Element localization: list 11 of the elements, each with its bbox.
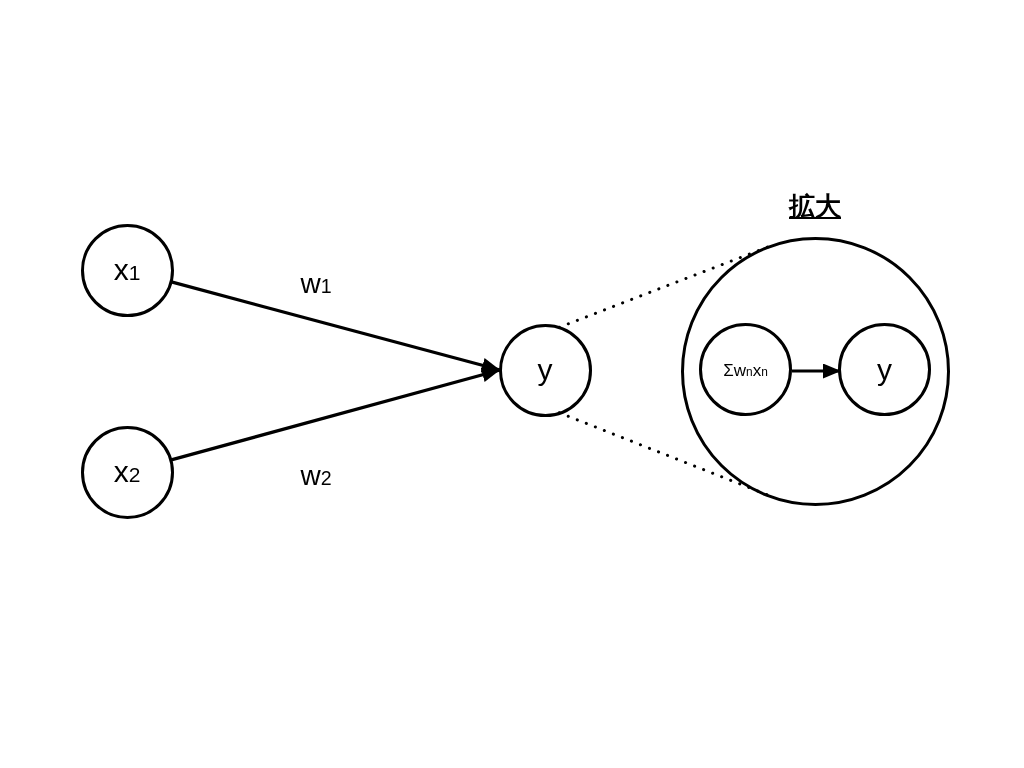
node-circle — [80, 223, 174, 317]
arrow — [170, 280, 501, 374]
node-circle — [498, 323, 592, 417]
node-circle — [699, 323, 792, 416]
node-label: y — [877, 354, 892, 385]
node-circle — [838, 323, 931, 416]
arrow — [792, 363, 841, 379]
zoom-heading: 拡大 — [789, 191, 841, 221]
node-circle — [80, 425, 174, 519]
node-label: y — [537, 355, 553, 385]
arrow — [170, 366, 501, 462]
